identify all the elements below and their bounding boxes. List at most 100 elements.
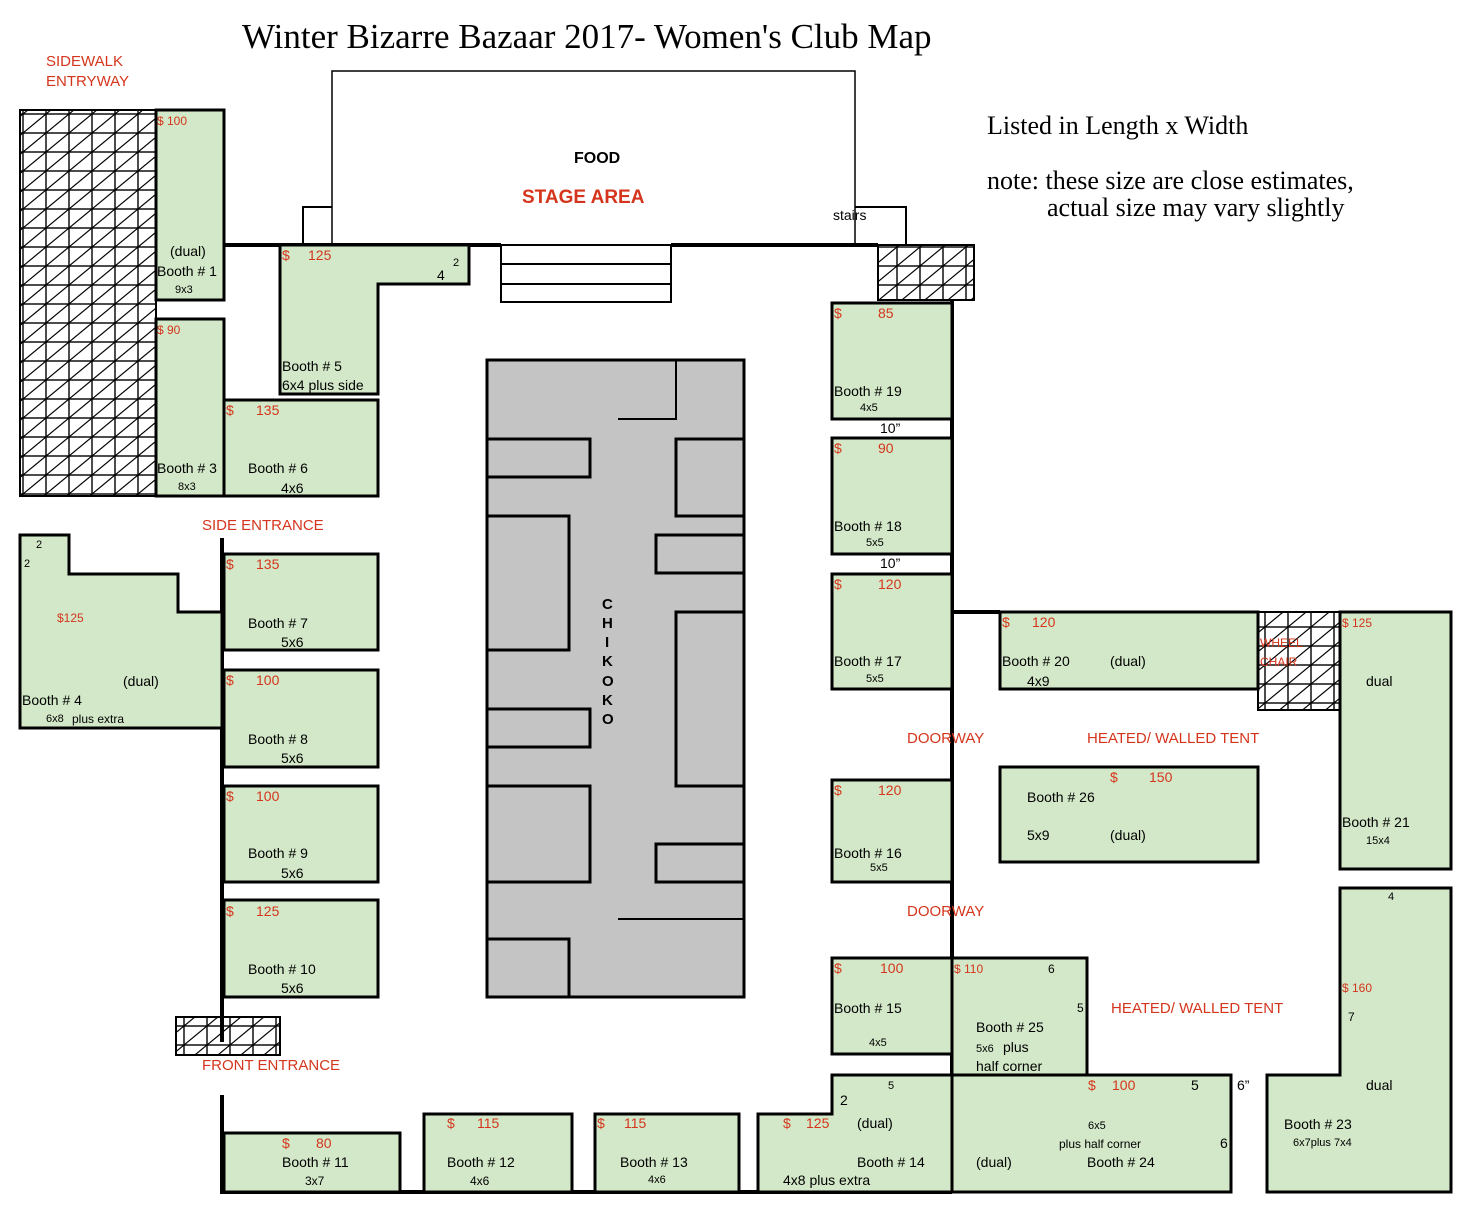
svg-text:K: K bbox=[602, 692, 613, 709]
booth-name: Booth # 12 bbox=[447, 1154, 515, 1170]
wheelchair-label: WHEEL bbox=[1260, 636, 1303, 650]
booth-price-symbol: $ bbox=[1088, 1077, 1096, 1093]
booth-size: 4x5 bbox=[860, 402, 878, 414]
booth-26[interactable] bbox=[998, 765, 1260, 864]
booth-name: Booth # 19 bbox=[834, 383, 902, 399]
booth-20[interactable] bbox=[998, 610, 1260, 691]
svg-text:O: O bbox=[602, 711, 614, 728]
booth-15[interactable] bbox=[830, 956, 954, 1056]
booth-6[interactable] bbox=[222, 398, 380, 498]
booth-price-value: 80 bbox=[316, 1135, 332, 1151]
booth-price-value: 100 bbox=[1112, 1077, 1136, 1093]
booth-1[interactable] bbox=[154, 108, 226, 302]
booth-size: 8x3 bbox=[178, 481, 196, 493]
booth-5[interactable] bbox=[278, 243, 471, 396]
booth-name: Booth # 9 bbox=[248, 845, 308, 861]
booth-21[interactable] bbox=[1338, 610, 1453, 871]
booth-4[interactable] bbox=[18, 533, 224, 730]
booth-size: 5x9 bbox=[1027, 827, 1050, 843]
booth-size: 5x6 bbox=[281, 634, 304, 650]
booth-price-symbol: $ bbox=[226, 788, 234, 804]
booth-14[interactable] bbox=[756, 1073, 954, 1194]
booth-price-value: 85 bbox=[878, 305, 894, 321]
booth-tag: (dual) bbox=[976, 1154, 1012, 1170]
booth-dimension: 2 bbox=[453, 257, 459, 269]
svg-text:H: H bbox=[602, 615, 613, 632]
booth-price-value: 135 bbox=[256, 556, 280, 572]
legend-note: note: these size are close estimates, bbox=[987, 166, 1354, 195]
booth-extra: plus extra bbox=[72, 712, 124, 726]
sidewalk-label: SIDEWALK bbox=[46, 53, 123, 70]
map-title: Winter Bizarre Bazaar 2017- Women's Club… bbox=[242, 17, 932, 56]
booth-size: 5x5 bbox=[866, 537, 884, 549]
booth-tag: (dual) bbox=[1110, 827, 1146, 843]
booth-tag: dual bbox=[1366, 1077, 1392, 1093]
booth-size: 4x6 bbox=[648, 1174, 666, 1186]
booth-18[interactable] bbox=[830, 436, 954, 556]
booth-size: 5x5 bbox=[866, 673, 884, 685]
booth-price: $ 110 bbox=[954, 962, 983, 976]
booth-size: 5x5 bbox=[870, 862, 888, 874]
booth-price: $ 160 bbox=[1342, 981, 1372, 995]
booth-price-value: 150 bbox=[1149, 769, 1173, 785]
stage-label: STAGE AREA bbox=[522, 187, 645, 208]
booth-dimension: 5 bbox=[1191, 1077, 1199, 1093]
booth-8[interactable] bbox=[222, 668, 380, 769]
booth-size: 3x7 bbox=[305, 1174, 325, 1188]
booth-price-value: 115 bbox=[624, 1115, 647, 1131]
chikoko-inner-blocks bbox=[485, 360, 746, 999]
legend-note: actual size may vary slightly bbox=[1047, 193, 1344, 222]
booth-dimension: 6 bbox=[1048, 962, 1055, 976]
booth-size: 4x6 bbox=[281, 480, 304, 496]
booth-name: Booth # 16 bbox=[834, 845, 902, 861]
booth-10[interactable] bbox=[222, 898, 380, 999]
booth-19[interactable] bbox=[830, 301, 954, 421]
booth-tag: (dual) bbox=[170, 243, 206, 259]
booth-name: Booth # 24 bbox=[1087, 1154, 1155, 1170]
booth-dimension: 4 bbox=[1388, 891, 1394, 903]
booth-price-symbol: $ bbox=[834, 782, 842, 798]
booth-name: Booth # 13 bbox=[620, 1154, 688, 1170]
booth-16[interactable] bbox=[830, 778, 954, 884]
booth-size: 5x6 bbox=[976, 1043, 994, 1055]
booth-name: Booth # 21 bbox=[1342, 814, 1410, 830]
booth-size: 4x5 bbox=[869, 1037, 887, 1049]
booth-price-symbol: $ bbox=[447, 1115, 455, 1131]
booth-dimension: 5 bbox=[1077, 1001, 1084, 1015]
booth-price-value: 100 bbox=[256, 672, 280, 688]
booth-price-value: 90 bbox=[878, 440, 894, 456]
booth-7[interactable] bbox=[222, 552, 380, 652]
stair-hatch bbox=[877, 244, 975, 301]
booth-size: 15x4 bbox=[1366, 835, 1390, 847]
svg-text:I: I bbox=[605, 634, 609, 651]
booth-name: Booth # 8 bbox=[248, 731, 308, 747]
booth-dimension: 7 bbox=[1348, 1010, 1355, 1024]
booth-price-symbol: $ bbox=[226, 556, 234, 572]
booth-size: 5x6 bbox=[281, 750, 304, 766]
booth-price: $ 90 bbox=[157, 323, 181, 337]
booth-9[interactable] bbox=[222, 784, 380, 884]
svg-text:K: K bbox=[602, 653, 613, 670]
booth-price-symbol: $ bbox=[226, 903, 234, 919]
booth-11[interactable] bbox=[222, 1131, 402, 1194]
booth-17[interactable] bbox=[830, 572, 954, 691]
svg-text:C: C bbox=[602, 596, 613, 613]
sidewalk-label: ENTRYWAY bbox=[46, 73, 129, 90]
booth-price-value: 135 bbox=[256, 402, 280, 418]
booth-price-symbol: $ bbox=[597, 1115, 605, 1131]
booth-3[interactable] bbox=[154, 317, 226, 498]
booth-23[interactable] bbox=[1265, 886, 1453, 1194]
booth-price: $125 bbox=[57, 611, 84, 625]
booth-price-symbol: $ bbox=[226, 672, 234, 688]
food-label: FOOD bbox=[574, 150, 620, 167]
booth-name: Booth # 1 bbox=[157, 263, 217, 279]
booth-12[interactable] bbox=[422, 1112, 574, 1194]
booth-dimension: 6 bbox=[1220, 1135, 1228, 1151]
booth-size: 5x6 bbox=[281, 865, 304, 881]
booth-name: Booth # 6 bbox=[248, 460, 308, 476]
booth-price-symbol: $ bbox=[834, 576, 842, 592]
booth-price-symbol: $ bbox=[282, 1135, 290, 1151]
booth-price-value: 120 bbox=[878, 576, 902, 592]
booth-13[interactable] bbox=[593, 1112, 741, 1194]
booth-name: Booth # 26 bbox=[1027, 789, 1095, 805]
